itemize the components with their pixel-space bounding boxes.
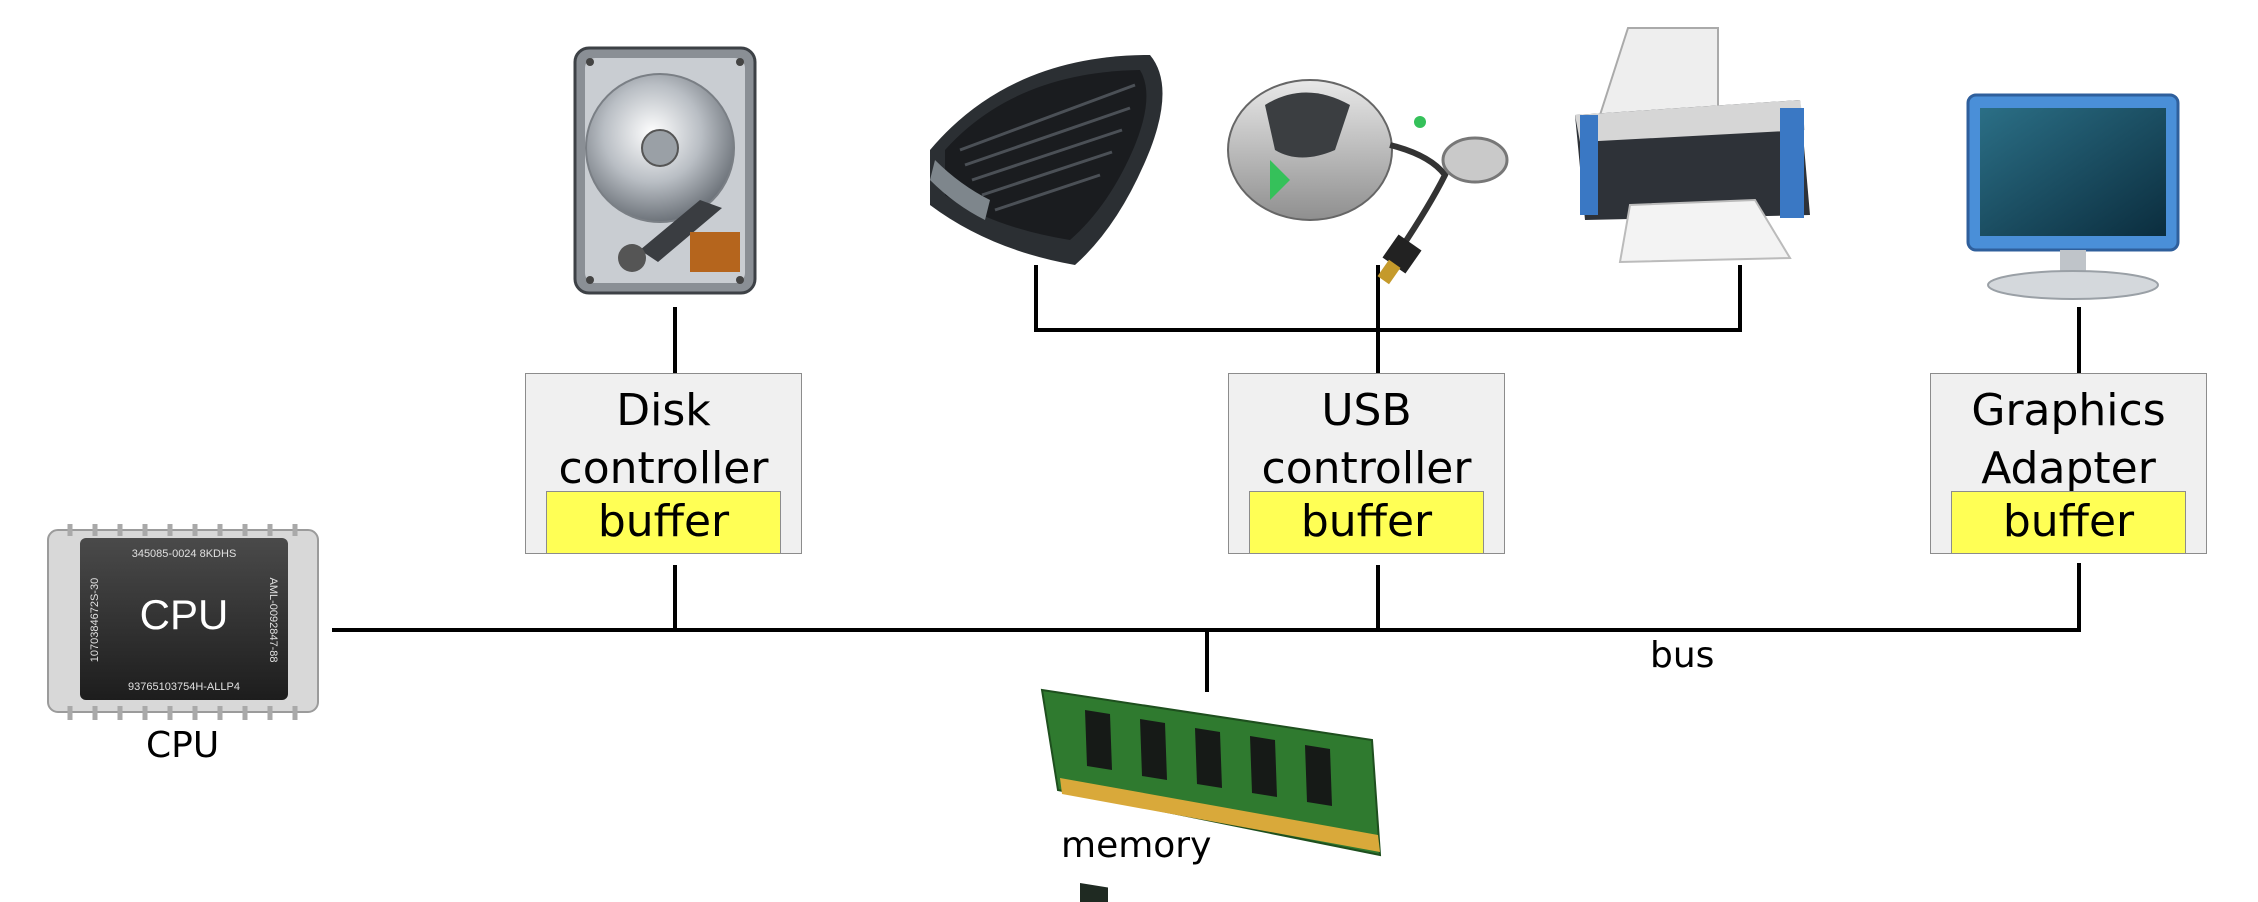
bus-label: bus [1650,635,1715,676]
memory-label: memory [1061,825,1212,866]
chip-main-text: CPU [140,591,229,638]
keyboard-icon [930,55,1163,265]
cpu-label: CPU [146,725,220,766]
disk-controller-title: Disk controller [558,385,769,494]
disk-controller-buffer: buffer [546,491,781,554]
chip-left-code: 1070384672S-30 [89,578,101,662]
mouse-icon [1227,79,1509,285]
usb-hub-line [1034,265,1742,332]
graphics-adapter-title: Graphics Adapter [1971,385,2166,494]
memory-module-icon [1040,688,1382,902]
hard-disk-icon [573,46,757,295]
chip-top-code: 345085-0024 8KDHS [132,548,237,560]
disk-controller: Disk controller buffer [525,373,802,554]
usb-controller-title: USB controller [1261,385,1472,494]
chip-bottom-code: 93765103754H-ALLP4 [128,681,240,693]
printer-icon [1575,27,1810,264]
graphics-adapter: Graphics Adapter buffer [1930,373,2207,554]
cpu-chip-icon: CPU 345085-0024 8KDHS 93765103754H-ALLP4… [47,524,319,720]
chip-right-code: AML-0092847-88 [267,577,279,662]
usb-controller: USB controller buffer [1228,373,1505,554]
usb-controller-buffer: buffer [1249,491,1484,554]
connection-lines [332,265,2081,692]
monitor-icon [1966,93,2180,300]
graphics-adapter-buffer: buffer [1951,491,2186,554]
